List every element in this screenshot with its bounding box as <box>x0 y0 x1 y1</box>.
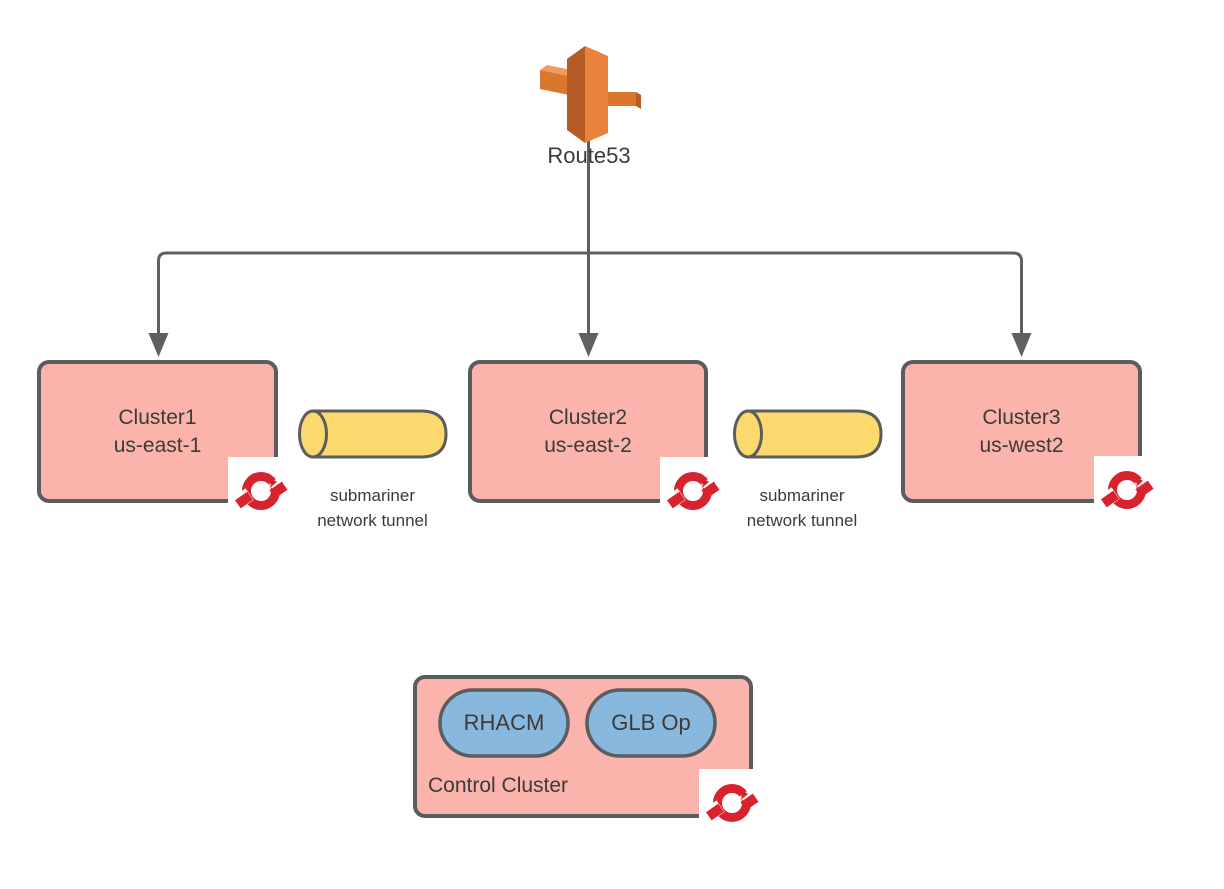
rhacm-label: RHACM <box>463 710 545 735</box>
cluster1-box <box>37 360 278 503</box>
cluster3-box <box>901 360 1142 503</box>
cluster1-name: Cluster1 <box>118 405 197 429</box>
cluster2-name: Cluster2 <box>548 405 628 429</box>
arrowhead-cluster2 <box>578 333 599 357</box>
tunnel1-label: submariner network tunnel <box>290 483 455 533</box>
arrowhead-cluster3 <box>1011 333 1032 357</box>
cluster2-box <box>468 360 708 503</box>
tunnel2-label-line2: network tunnel <box>746 511 858 530</box>
cluster3-region: us-west2 <box>979 433 1064 457</box>
cluster3-name: Cluster3 <box>982 405 1061 429</box>
arrowhead-cluster1 <box>148 333 169 357</box>
route53-label: Route53 <box>547 143 631 168</box>
control-cluster-label: Control Cluster <box>428 774 569 797</box>
cluster1-region: us-east-1 <box>113 433 202 457</box>
tunnel2-label: submariner network tunnel <box>722 483 882 533</box>
tunnel1-label-line2: network tunnel <box>317 511 428 530</box>
route53-connector-lines <box>148 138 1032 357</box>
cluster3-label: Cluster3 us-west2 <box>903 362 1140 501</box>
glb-op-shape <box>585 688 717 758</box>
openshift-icon-control <box>699 769 765 835</box>
rhacm-shape <box>438 688 570 758</box>
tunnel2-cylinder <box>733 409 883 459</box>
cluster2-region: us-east-2 <box>544 433 632 457</box>
tunnel2-label-line1: submariner <box>759 486 845 505</box>
tunnel1-label-line1: submariner <box>329 486 416 505</box>
route53-icon <box>540 46 641 143</box>
glb-op-label: GLB Op <box>611 710 691 735</box>
cluster1-label: Cluster1 us-east-1 <box>39 362 276 501</box>
tunnel1-cylinder <box>298 409 448 459</box>
cluster2-label: Cluster2 us-east-2 <box>470 362 706 501</box>
